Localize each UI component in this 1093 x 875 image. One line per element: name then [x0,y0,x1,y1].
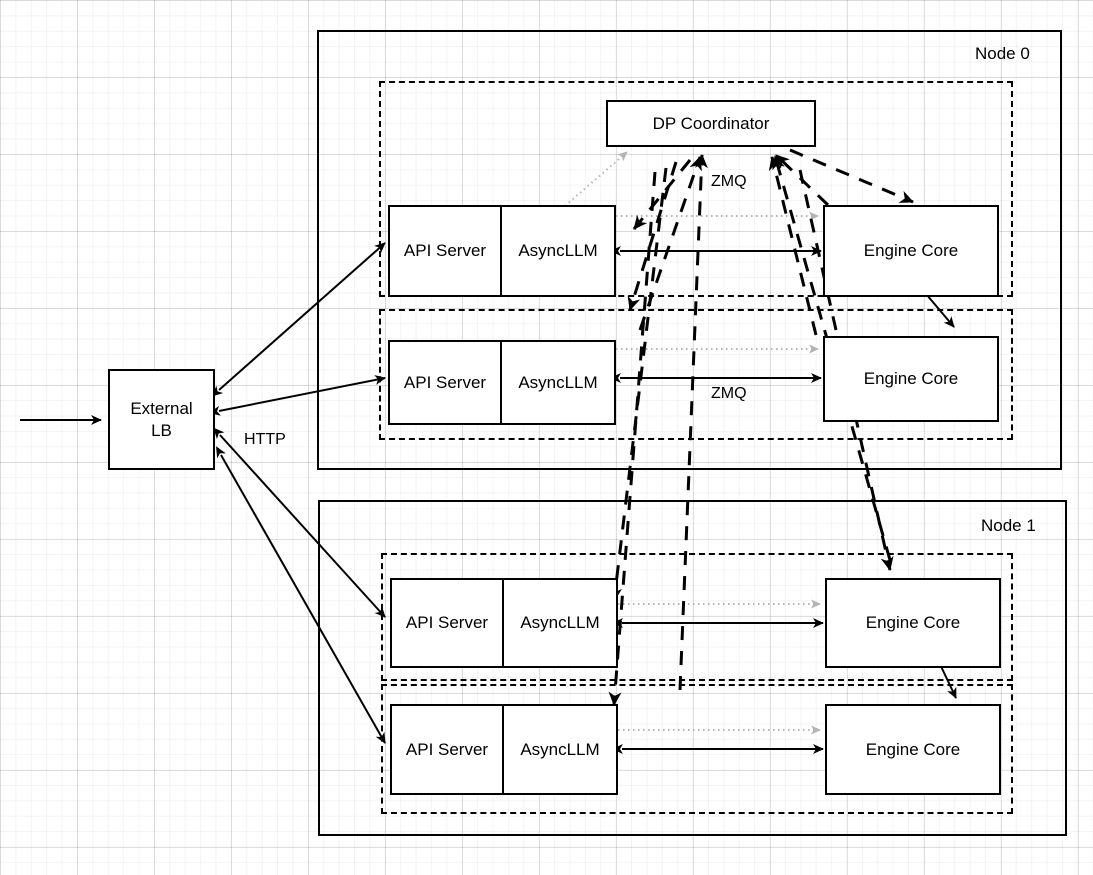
node-label-0: Node 0 [975,44,1030,63]
engine-group-n0g0 [379,81,1013,297]
async-llm-label-n1g0: AsyncLLM [520,613,600,632]
external-lb-label-line1: External [130,399,193,419]
node-label-1: Node 1 [981,516,1036,535]
engine-core-n0g0[interactable]: Engine Core [823,205,999,297]
engine-core-n0g1[interactable]: Engine Core [823,336,999,422]
api-server-label-n1g0: API Server [392,580,504,666]
engine-group-n0g1 [379,309,1013,440]
api-unit-n1g0[interactable]: API Server AsyncLLM [390,578,618,668]
api-unit-n0g1[interactable]: API Server AsyncLLM [388,340,616,425]
engine-core-n1g1[interactable]: Engine Core [825,704,1001,795]
external-lb-box[interactable]: External LB [108,369,215,470]
zmq-label-n0g1: ZMQ [711,385,747,402]
http-label: HTTP [244,431,286,448]
api-server-label-n0g1: API Server [390,342,502,423]
external-lb-label-line2: LB [151,420,172,440]
zmq-label-n0g0: ZMQ [711,173,747,190]
async-llm-label-n1g1: AsyncLLM [520,739,600,759]
engine-group-n1g0 [381,553,1013,681]
node-frame-1 [318,500,1067,836]
engine-group-n1g1 [381,684,1013,814]
engine-core-n1g0[interactable]: Engine Core [825,578,1001,668]
api-server-label-n0g0: API Server [390,207,502,295]
async-llm-label-n0g1: AsyncLLM [518,372,598,392]
api-unit-n0g0[interactable]: API Server AsyncLLM [388,205,616,297]
dp-coordinator-box[interactable]: DP Coordinator [606,100,816,147]
api-unit-n1g1[interactable]: API Server AsyncLLM [390,704,618,795]
async-llm-label-n0g0: AsyncLLM [518,241,598,260]
node-frame-0 [317,30,1062,470]
api-server-label-n1g1: API Server [392,706,504,793]
